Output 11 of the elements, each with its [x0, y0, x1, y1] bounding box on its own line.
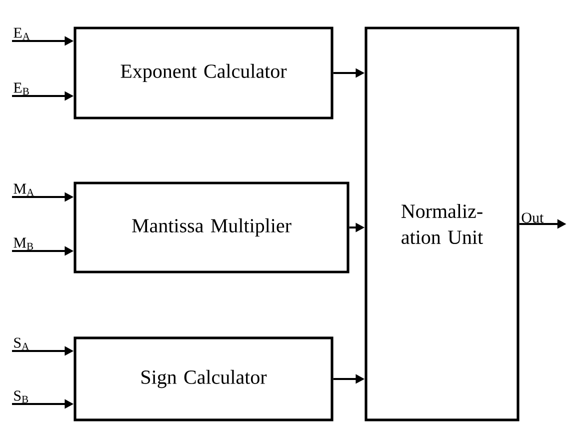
process-box: Sign Calculator: [74, 336, 334, 422]
input-label: M$_{B}$: [14, 238, 34, 250]
output-label: Out: [522, 212, 544, 223]
input-label: S$_{A}$: [14, 338, 30, 350]
process-box: Exponent Calculator: [74, 26, 334, 120]
input-label: E$_{B}$: [14, 82, 29, 95]
unit-box: Normaliz- ation Unit: [364, 26, 520, 422]
input-label: S$_{B}$: [14, 390, 28, 403]
input-label: M$_{A}$: [14, 184, 34, 196]
input-label: E$_{A}$: [14, 28, 30, 40]
process-box: Mantissa Multiplier: [74, 182, 350, 274]
